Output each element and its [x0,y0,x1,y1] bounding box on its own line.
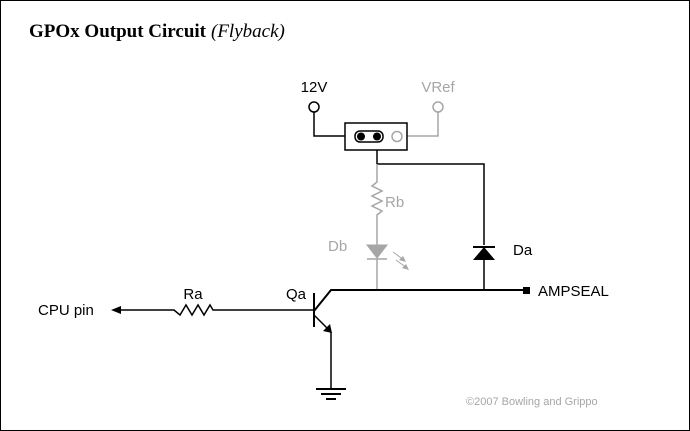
label-ra: Ra [183,286,203,303]
diode-da [473,246,495,290]
title-sub: (Flyback) [211,21,285,42]
terminal-vref [432,101,444,113]
jumper-pin-1 [357,132,365,141]
led-ray-1-head [399,256,406,262]
label-cpu-pin: CPU pin [38,302,94,319]
transistor-qa-emitter-arrow [323,324,332,333]
terminal-12v [308,101,320,113]
cpu-pin-arrow-icon [111,306,121,314]
resistor-rb [370,164,384,245]
wire-collector-bus [313,289,524,312]
diode-da-triangle [473,247,495,260]
label-ampseal: AMPSEAL [538,283,609,300]
label-qa: Qa [286,286,307,303]
wire-node-to-da [377,163,485,245]
copyright-notice: ©2007 Bowling and Grippo [466,396,598,408]
jumper-pin-2 [373,132,381,141]
wire-12v-to-jumper [313,112,345,137]
jumper-pin-3 [391,130,403,143]
terminal-ampseal [523,287,530,294]
wire-base-ra [119,303,314,317]
diagram-title: GPOx Output Circuit(Flyback) [29,21,285,43]
label-12v: 12V [301,79,328,96]
title-main: GPOx Output Circuit [29,21,206,42]
led-db [365,244,409,290]
jumper-selector [344,122,408,151]
led-db-triangle [365,244,389,259]
ground-icon [316,388,346,400]
label-rb: Rb [385,194,404,211]
label-vref: VRef [421,79,455,96]
label-da: Da [513,242,533,259]
led-ray-2-head [402,264,409,270]
wire-vref-to-jumper [407,112,439,137]
label-db: Db [328,238,347,255]
